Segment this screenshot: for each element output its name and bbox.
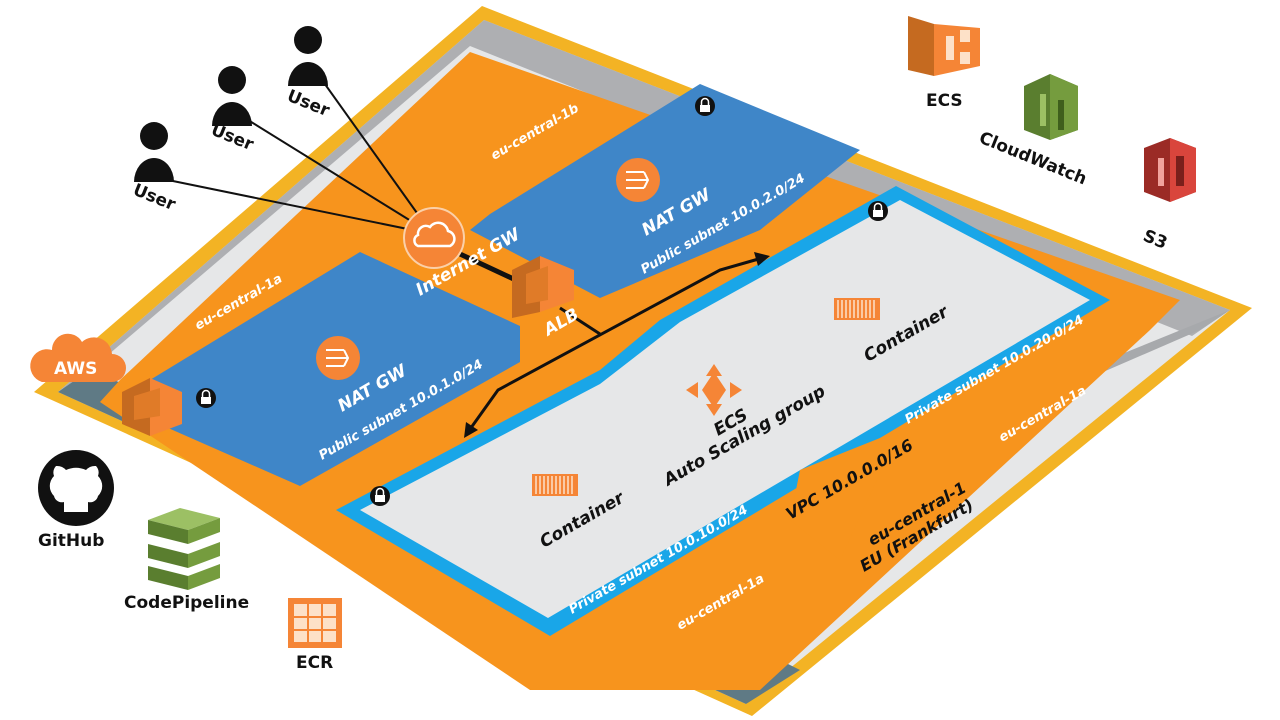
lock-icon <box>370 486 390 506</box>
user-connection <box>167 179 433 235</box>
private-subnet-inner <box>360 200 1090 618</box>
alb-icon <box>512 256 574 318</box>
lock-icon <box>196 388 216 408</box>
igw-alb-link <box>458 251 522 285</box>
ecs-service-icon <box>908 16 980 76</box>
container-icon <box>834 298 880 320</box>
github-icon <box>38 450 114 526</box>
traffic-arrow <box>466 256 763 433</box>
ecs-service-label: ECS <box>926 91 963 111</box>
nat-gateway-icon <box>616 158 660 202</box>
user-label: User <box>284 86 333 121</box>
ecr-label: ECR <box>296 653 333 673</box>
ec2-icon <box>122 378 182 436</box>
public-subnet-2 <box>470 84 860 298</box>
internet-gateway-icon <box>403 207 465 269</box>
s3-icon <box>1144 138 1196 202</box>
aws-badge-label: AWS <box>54 359 97 379</box>
nat-gateway-icon <box>316 336 360 380</box>
user-label: User <box>130 180 179 215</box>
vpc-divider <box>790 430 900 560</box>
github-label: GitHub <box>38 531 104 551</box>
user-icon <box>134 122 174 182</box>
alb-link <box>559 306 601 336</box>
codepipeline-label: CodePipeline <box>124 593 249 613</box>
cloudwatch-icon <box>1024 74 1078 140</box>
codepipeline-icon <box>148 508 220 590</box>
az-strip-top <box>58 20 1230 392</box>
container-icon <box>532 474 578 496</box>
lock-icon <box>868 201 888 221</box>
arrow-head-right <box>754 252 770 266</box>
s3-label: S3 <box>1140 226 1170 254</box>
ecs-autoscaling-icon <box>686 364 742 416</box>
ecr-icon <box>288 598 342 648</box>
user-connection <box>321 79 433 235</box>
user-connection <box>247 119 433 235</box>
user-icon <box>288 26 328 86</box>
user-icon <box>212 66 252 126</box>
cloudwatch-label: CloudWatch <box>976 128 1089 189</box>
lock-icon <box>695 96 715 116</box>
aws-cloud-icon: AWS <box>30 333 127 382</box>
arrow-head-left <box>464 422 478 438</box>
